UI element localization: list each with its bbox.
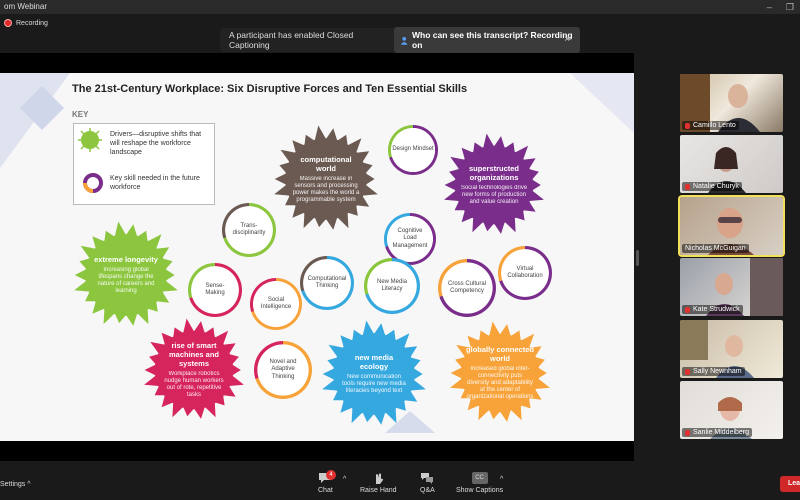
qa-button[interactable]: Q&A [420, 472, 435, 494]
participant-name: Sally Newnham [693, 368, 742, 375]
captions-icon: CC [471, 472, 488, 484]
skill-cognitive-load: Cognitive Load Management [384, 213, 436, 265]
qa-icon [421, 473, 434, 484]
participant-tile[interactable]: Natalie Churyk [680, 135, 783, 193]
key-skill-text: Key skill needed in the future workforce [110, 175, 200, 191]
participant-tile[interactable]: Sanlie Middelberg [680, 381, 783, 439]
recording-indicator[interactable]: Recording [4, 19, 48, 27]
raise-hand-label: Raise Hand [360, 487, 397, 494]
participant-name: Camillo Lento [693, 122, 736, 129]
raise-hand-button[interactable]: Raise Hand [360, 472, 397, 494]
settings-button[interactable]: Settings ^ [0, 481, 31, 488]
participant-video [706, 258, 783, 316]
chat-badge: 4 [326, 470, 336, 480]
panel-resize-handle[interactable] [636, 250, 639, 266]
skill-legend-icon [83, 173, 103, 193]
participant-tile[interactable]: Camillo Lento [680, 74, 783, 132]
show-captions-label: Show Captions [456, 487, 504, 494]
skill-new-media-literacy: New Media Literacy [364, 258, 420, 314]
shared-screen: The 21st-Century Workplace: Six Disrupti… [0, 53, 634, 490]
skill-novel-adaptive: Novel and Adaptive Thinking [254, 341, 312, 399]
participant-name: Natalie Churyk [693, 183, 739, 190]
mic-muted-icon [685, 183, 690, 190]
participant-tile[interactable]: Kate Strudwick [680, 258, 783, 316]
driver-legend-icon [78, 128, 102, 152]
record-icon [4, 19, 12, 27]
close-icon[interactable]: × [564, 34, 570, 45]
participant-tile-active-speaker[interactable]: Nicholas McGuigan [678, 195, 785, 257]
slide: The 21st-Century Workplace: Six Disrupti… [0, 73, 634, 441]
skill-cross-cultural: Cross Cultural Competency [438, 259, 496, 317]
participant-name: Nicholas McGuigan [685, 245, 746, 252]
mic-muted-icon [685, 429, 690, 436]
hand-icon [376, 473, 384, 484]
recording-label: Recording [16, 19, 48, 27]
participant-video [680, 320, 754, 378]
mic-muted-icon [685, 306, 690, 313]
show-captions-button[interactable]: CC Show Captions [456, 472, 503, 494]
minimize-icon[interactable]: – [766, 2, 772, 12]
key-driver-text: Drivers—disruptive shifts that will resh… [110, 131, 202, 156]
skill-computational-thinking: Computational Thinking [300, 256, 354, 310]
meeting-toolbar: 4 Chat ^ Raise Hand Q&A CC Show Captions… [0, 466, 800, 500]
slide-title: The 21st-Century Workplace: Six Disrupti… [72, 83, 468, 95]
key-heading: KEY [72, 110, 89, 119]
skill-transdisciplinarity: Trans-disciplinarity [222, 203, 276, 257]
transcript-info-label: Who can see this transcript? Recording o… [412, 30, 573, 50]
mic-muted-icon [685, 368, 690, 375]
person-icon [400, 36, 408, 45]
leave-button[interactable]: Leav [780, 476, 800, 492]
skill-virtual-collaboration: Virtual Collaboration [498, 246, 552, 300]
skill-sense-making: Sense-Making [188, 263, 242, 317]
slide-decorations [0, 73, 634, 433]
chat-options-caret[interactable]: ^ [343, 476, 347, 483]
window-title: om Webinar [4, 2, 47, 11]
participant-tile[interactable]: Sally Newnham [680, 320, 783, 378]
qa-label: Q&A [420, 487, 435, 494]
skill-social-intelligence: Social Intelligence [250, 278, 302, 330]
mic-muted-icon [685, 122, 690, 129]
restore-icon[interactable]: ❐ [785, 2, 794, 12]
chat-label: Chat [318, 487, 333, 494]
captions-options-caret[interactable]: ^ [500, 476, 504, 483]
participant-name: Sanlie Middelberg [693, 429, 750, 436]
skill-design-mindset: Design Mindset [388, 125, 438, 175]
settings-label: Settings [0, 481, 26, 488]
chat-button[interactable]: 4 Chat [318, 470, 336, 494]
chevron-up-icon: ^ [27, 481, 31, 488]
key-legend: Drivers—disruptive shifts that will resh… [73, 123, 215, 205]
notice-text: A participant has enabled Closed Caption… [229, 30, 354, 50]
closed-caption-notice: A participant has enabled Closed Caption… [220, 27, 580, 53]
transcript-info-button[interactable]: Who can see this transcript? Recording o… [393, 27, 580, 53]
participant-name: Kate Strudwick [693, 306, 740, 313]
title-bar: om Webinar – ❐ [0, 0, 800, 14]
